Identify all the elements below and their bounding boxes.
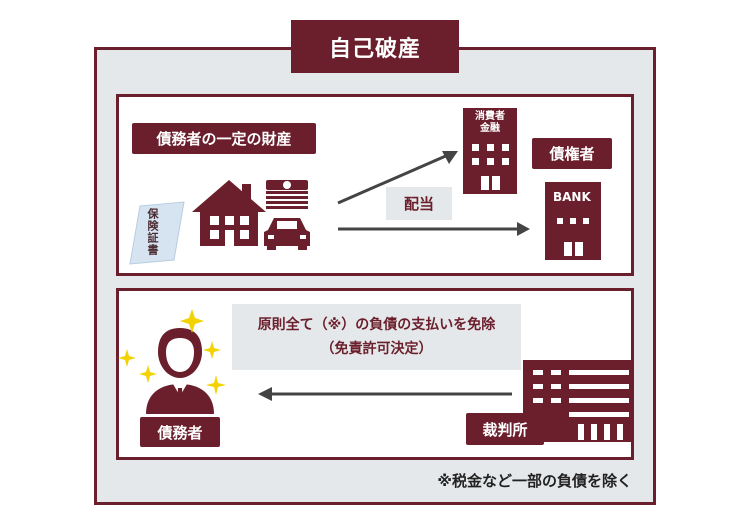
sparkle-icons [118, 309, 226, 395]
court-label: 裁判所 [466, 413, 544, 445]
distribution-arrows [337, 151, 530, 236]
exemption-box: 原則全て（※）の負債の支払いを免除 （免責許可決定） [232, 304, 521, 370]
insurance-document-label: 保険証書 [146, 208, 159, 256]
distribution-label: 配当 [386, 187, 452, 220]
house-icon [192, 180, 266, 246]
footnote: ※税金など一部の負債を除く [437, 472, 632, 490]
consumer-finance-label: 消費者 金融 [475, 111, 505, 134]
exemption-line-1: 原則全て（※）の負債の支払いを免除 [257, 317, 496, 333]
money-stack-icon [266, 180, 308, 209]
car-icon [264, 218, 310, 250]
insurance-document-icon [129, 201, 185, 265]
consumer-finance-building-icon [463, 108, 517, 194]
exemption-line-2: （免責許可決定） [320, 341, 433, 357]
property-label: 債務者の一定の財産 [132, 123, 316, 154]
diagram-title: 自己破産 [291, 20, 459, 73]
debtor-person-icon [146, 328, 214, 414]
bank-building-icon [545, 182, 601, 260]
bank-sign: BANK [553, 190, 591, 204]
creditor-label: 債権者 [532, 138, 612, 169]
debtor-label: 債務者 [140, 417, 220, 447]
exemption-arrow [258, 387, 512, 401]
